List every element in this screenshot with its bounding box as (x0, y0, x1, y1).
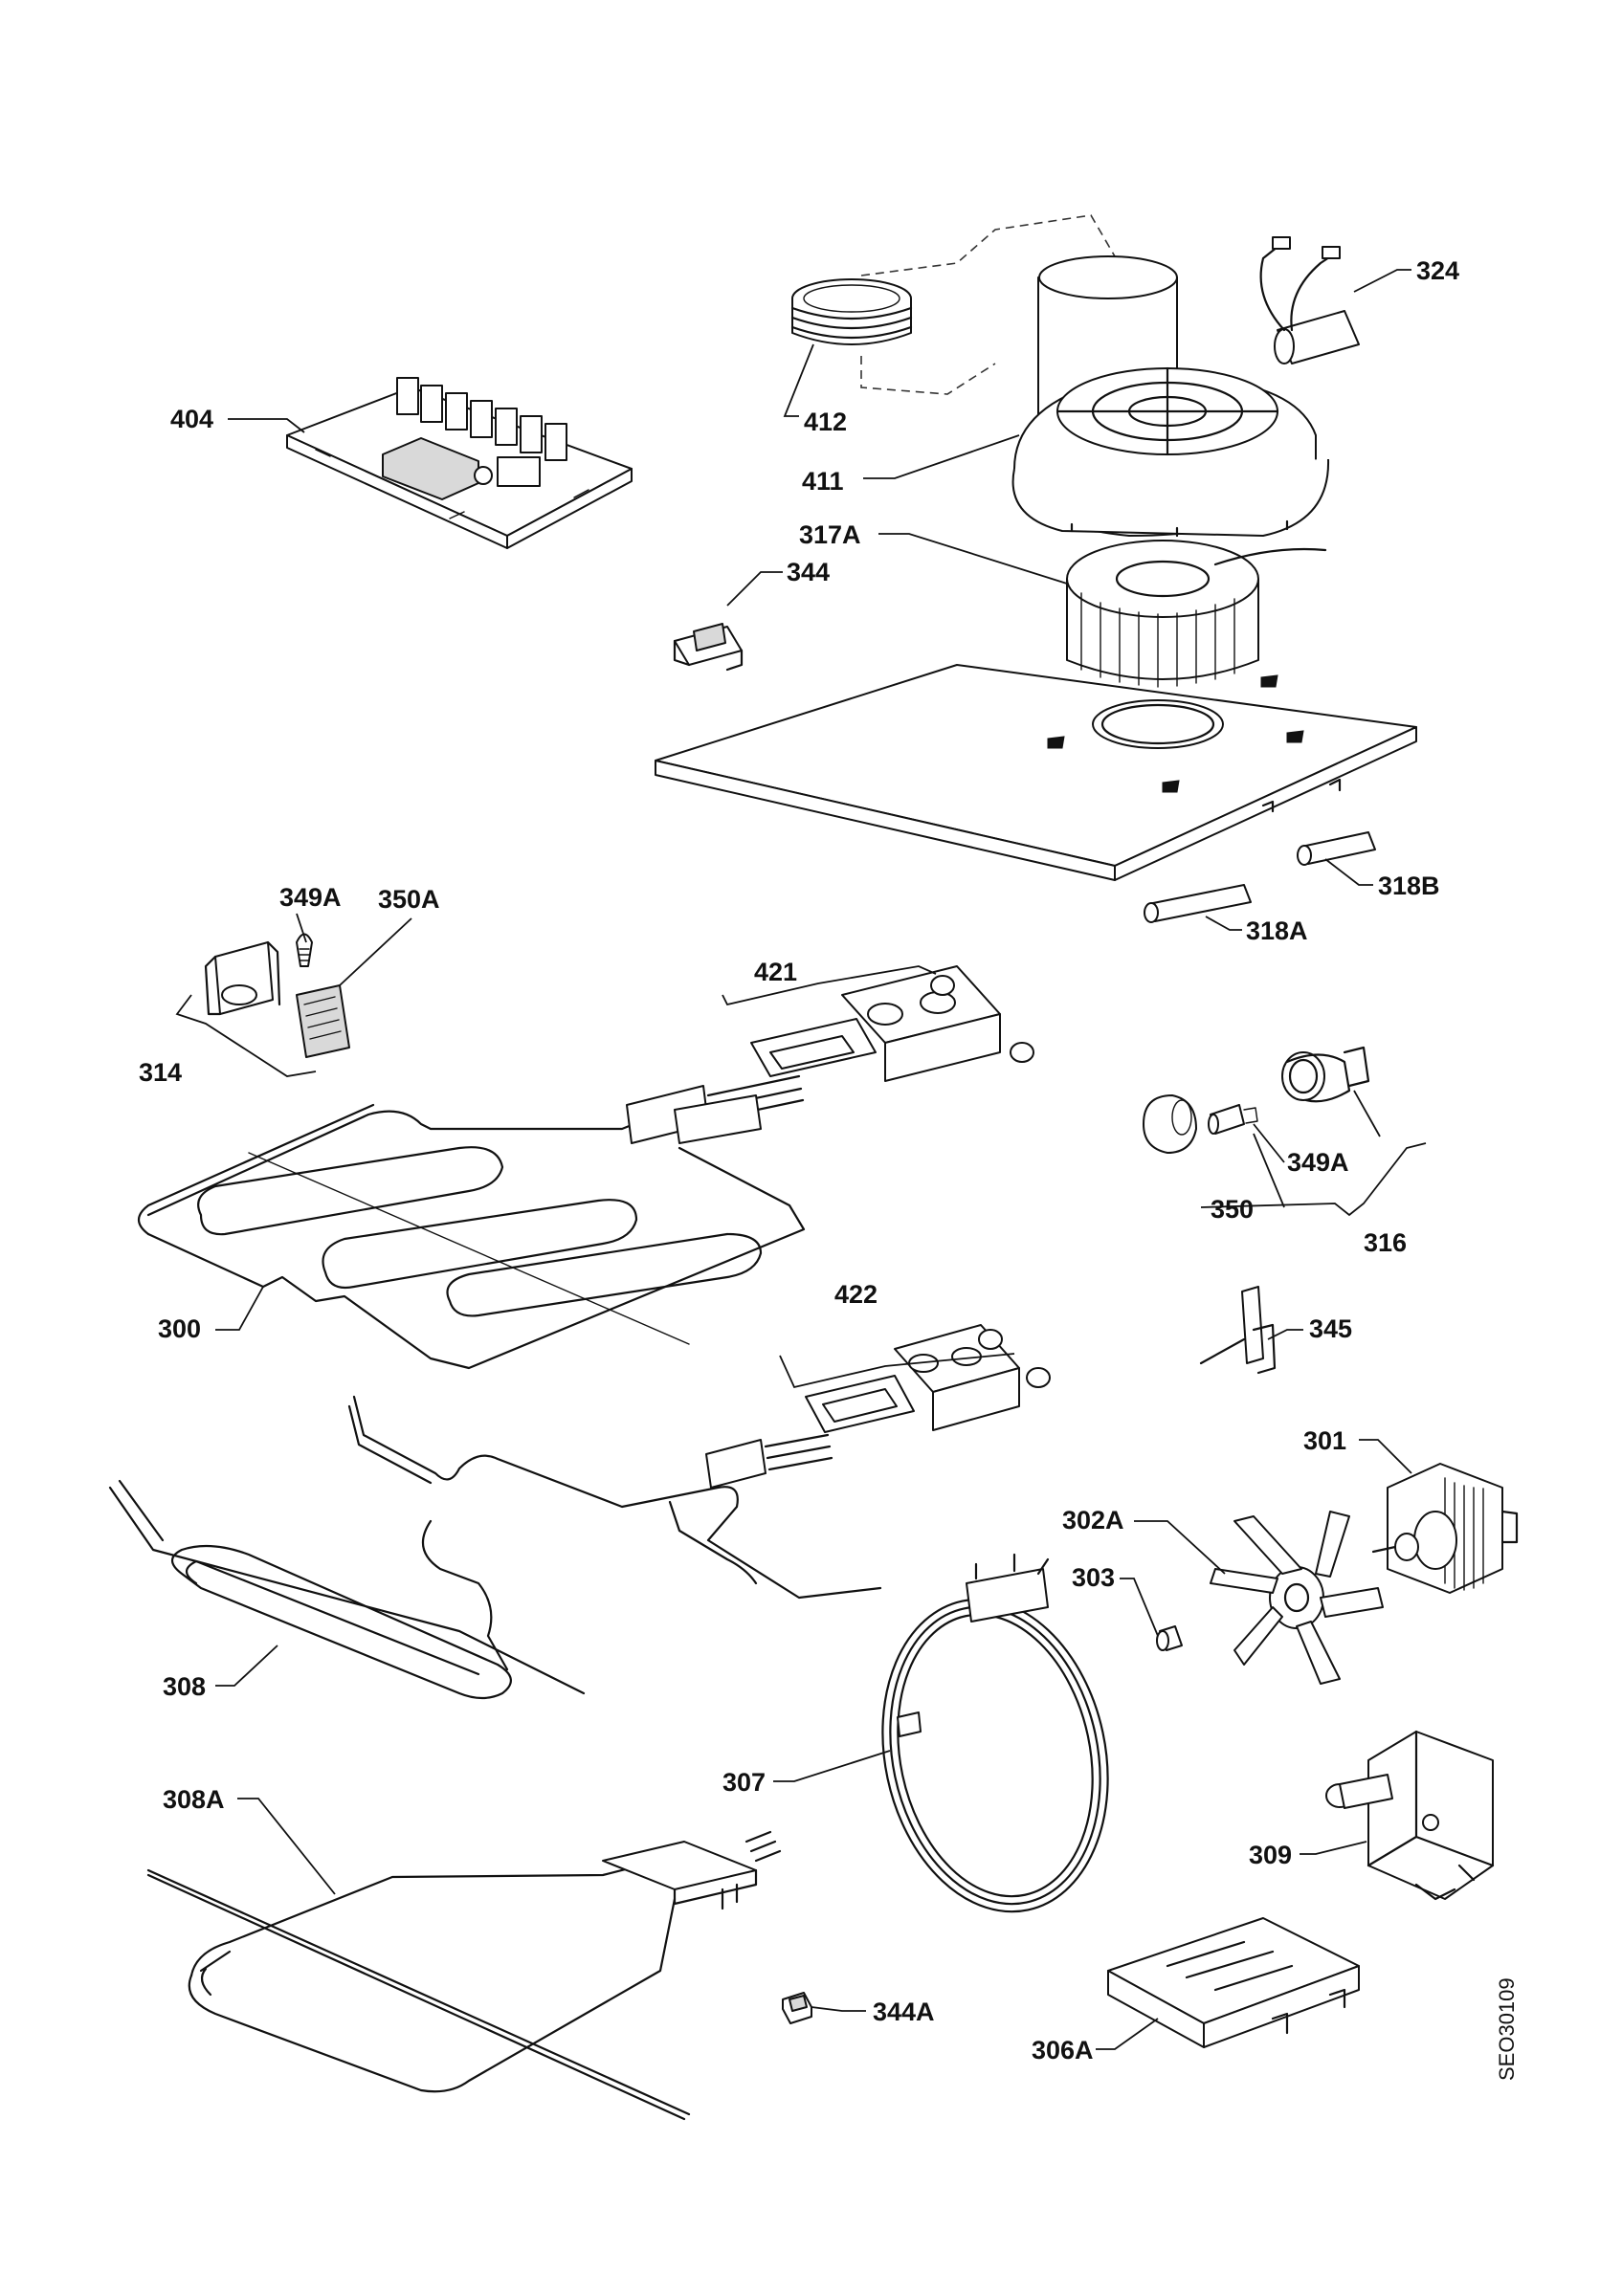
label-314: 314 (139, 1058, 182, 1087)
label-309: 309 (1249, 1841, 1292, 1869)
leader-lines (215, 269, 1412, 2050)
label-308: 308 (163, 1672, 206, 1701)
part-300-grill-element[interactable] (137, 1074, 806, 1370)
part-345-temperature-sensor[interactable] (1199, 1286, 1277, 1375)
label-303: 303 (1072, 1563, 1115, 1592)
label-300: 300 (158, 1314, 201, 1343)
label-422: 422 (834, 1280, 878, 1309)
part-350-lamp-cover[interactable] (1143, 1094, 1197, 1154)
part-421-terminal-block[interactable] (750, 965, 1034, 1082)
label-301: 301 (1303, 1426, 1346, 1455)
label-421: 421 (754, 958, 797, 986)
part-316-lamp-housing[interactable] (1281, 1046, 1370, 1103)
part-349a-bulb-right[interactable] (1208, 1104, 1258, 1135)
label-349a-right: 349A (1287, 1148, 1349, 1177)
part-318b-roller[interactable] (1297, 831, 1376, 866)
label-316: 316 (1364, 1228, 1407, 1257)
bracket-314 (175, 994, 317, 1077)
part-314-lamp-assembly[interactable] (204, 940, 281, 1016)
part-344a-clip[interactable] (782, 1992, 812, 2024)
part-309-switch[interactable] (1325, 1730, 1495, 1901)
label-404: 404 (170, 405, 213, 433)
part-302a-fan-blade[interactable] (1210, 1511, 1384, 1685)
part-411-fan-housing[interactable] (1011, 255, 1330, 538)
part-350a-lamp-glass[interactable] (296, 984, 350, 1058)
label-345: 345 (1309, 1314, 1352, 1343)
part-324-capacitor[interactable] (1259, 236, 1360, 364)
part-303-nut[interactable] (1156, 1625, 1183, 1651)
part-301-fan-motor[interactable] (1371, 1463, 1519, 1594)
part-306a-cover-plate[interactable] (1107, 1917, 1360, 2048)
part-344-thermostat[interactable] (673, 623, 744, 672)
label-307: 307 (722, 1768, 766, 1797)
label-350a: 350A (378, 885, 440, 914)
label-411: 411 (802, 467, 844, 496)
label-344a: 344A (873, 1998, 935, 2026)
part-308a-base-element[interactable] (146, 1830, 782, 2121)
assembly-dashed-line (860, 356, 996, 395)
part-404-control-board[interactable] (286, 377, 633, 549)
part-422-terminal-block[interactable] (805, 1324, 1051, 1433)
label-317a: 317A (799, 520, 861, 549)
callout-labels: 324 412 404 411 317A 344 318B 318A 349A … (139, 256, 1519, 2081)
label-318a: 318A (1246, 916, 1308, 945)
label-306a: 306A (1032, 2036, 1094, 2064)
label-318b: 318B (1378, 872, 1440, 900)
label-308a: 308A (163, 1785, 225, 1814)
label-344: 344 (787, 558, 830, 586)
part-308-lower-element[interactable] (108, 1395, 882, 1700)
part-318a-roller[interactable] (1144, 884, 1252, 923)
part-349a-bulb-top[interactable] (296, 933, 313, 967)
label-349a-top: 349A (279, 883, 342, 912)
document-code: SEO30109 (1495, 1977, 1519, 2081)
label-412: 412 (804, 408, 847, 436)
label-350: 350 (1211, 1195, 1254, 1224)
part-412-duct-ring[interactable] (790, 278, 913, 345)
assembly-dashed-line (860, 214, 1116, 276)
label-302a: 302A (1062, 1506, 1124, 1534)
bracket-316 (1200, 1142, 1427, 1217)
part-oven-top-plate[interactable] (655, 664, 1417, 881)
label-324: 324 (1416, 256, 1459, 285)
part-307-circular-element[interactable] (855, 1553, 1136, 1932)
part-317a-fan-impeller[interactable] (1066, 540, 1327, 688)
